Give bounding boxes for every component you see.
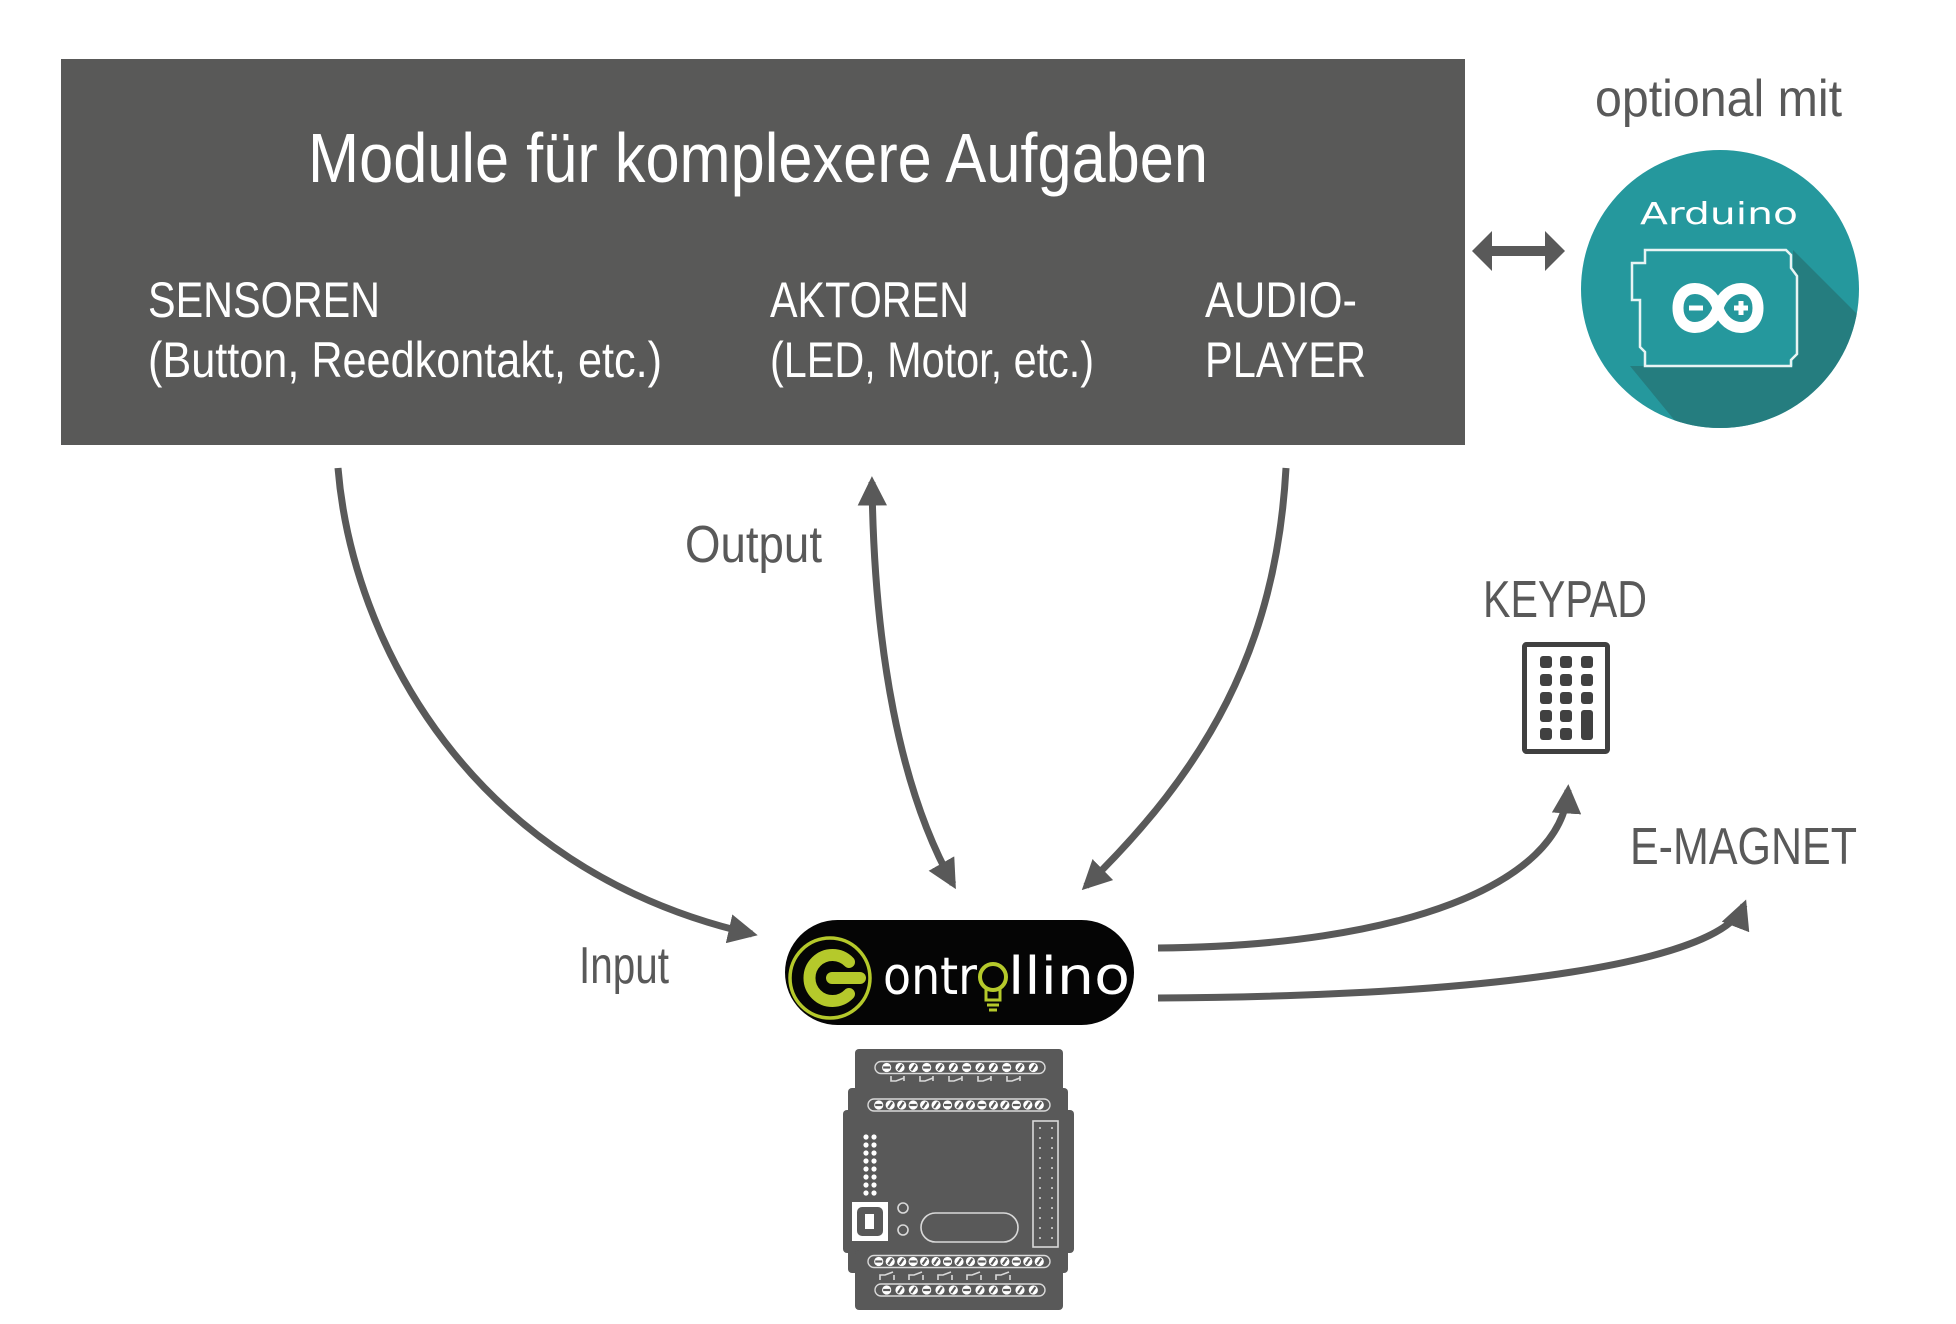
sensors-heading: SENSOREN <box>148 272 380 328</box>
keypad-key <box>1581 692 1593 704</box>
module-box-title: Module für komplexere Aufgaben <box>308 119 1208 197</box>
optional-label: optional mit <box>1595 70 1843 128</box>
keypad-key <box>1540 692 1552 704</box>
input-arrow <box>334 467 758 944</box>
actuators-detail: (LED, Motor, etc.) <box>770 332 1094 388</box>
screw-terminal-row <box>874 1283 1046 1297</box>
output-label: Output <box>685 516 822 574</box>
controllino-power-c-icon <box>788 936 872 1020</box>
screw-terminal-row <box>874 1060 1046 1075</box>
keypad-key <box>1560 674 1572 686</box>
output-arrow <box>857 476 957 890</box>
keypad-key <box>1581 674 1593 686</box>
module-column-sensors: SENSOREN (Button, Reedkontakt, etc.) <box>148 272 662 388</box>
keypad-key <box>1581 710 1593 740</box>
keypad-key <box>1560 656 1572 668</box>
keypad-key <box>1540 674 1552 686</box>
keypad-arrow <box>1157 784 1582 952</box>
keypad-key <box>1560 728 1572 740</box>
arduino-board-infinity-icon <box>1630 248 1799 368</box>
arduino-logo: Arduino <box>1581 150 1859 428</box>
lightbulb-o-icon <box>978 962 1008 1012</box>
controllino-logo-text-part2: llino <box>1008 947 1130 1007</box>
screw-terminal-row <box>867 1098 1051 1112</box>
module-column-audio-player: AUDIO- PLAYER <box>1205 272 1366 388</box>
arduino-long-shadow <box>1630 250 1859 428</box>
controllino-logo-background <box>785 920 1134 1025</box>
keypad-key <box>1540 728 1552 740</box>
audio-heading: AUDIO- <box>1205 272 1357 328</box>
keypad-icon <box>1522 642 1610 754</box>
module-box-background <box>61 59 1465 445</box>
module-column-actuators: AKTOREN (LED, Motor, etc.) <box>770 272 1094 388</box>
arduino-logo-text: Arduino <box>1640 197 1798 232</box>
audio-detail: PLAYER <box>1205 332 1366 388</box>
controllino-logo-text-part1: ontr <box>883 947 978 1007</box>
emagnet-label: E-MAGNET <box>1630 818 1857 876</box>
actuators-heading: AKTOREN <box>770 272 969 328</box>
keypad-key <box>1581 656 1593 668</box>
screw-terminal-row <box>867 1254 1051 1269</box>
keypad-label: KEYPAD <box>1483 571 1647 629</box>
sensors-detail: (Button, Reedkontakt, etc.) <box>148 332 662 388</box>
bidirectional-arrow-icon <box>1472 231 1565 271</box>
plc-device-icon <box>843 1049 1074 1310</box>
keypad-key <box>1560 692 1572 704</box>
audio-arrow <box>1081 467 1290 891</box>
keypad-key <box>1540 656 1552 668</box>
emagnet-arrow <box>1157 899 1750 1002</box>
keypad-key <box>1560 710 1572 722</box>
controllino-logo: ontr llino <box>785 920 1134 1025</box>
keypad-key <box>1540 710 1552 722</box>
module-box: Module für komplexere Aufgaben SENSOREN … <box>61 59 1465 445</box>
input-label: Input <box>579 937 669 995</box>
